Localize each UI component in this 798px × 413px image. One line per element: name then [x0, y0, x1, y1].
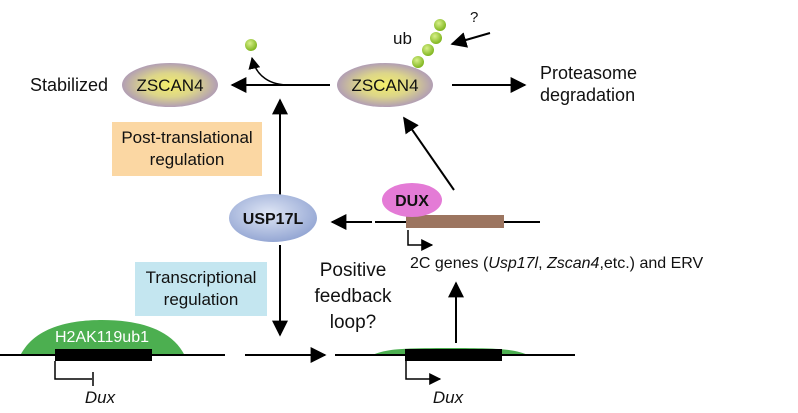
dux-gene-body-left	[55, 349, 152, 361]
dux-gene-body-right	[405, 349, 502, 361]
feedback-label-line1: Positive	[320, 260, 387, 281]
ubiquitin-bead	[434, 19, 446, 31]
ubiquitin-bead	[422, 44, 434, 56]
question-mark-label: ?	[470, 9, 478, 26]
ub-label: ub	[393, 29, 412, 48]
zscan4-expression-arrow	[403, 116, 455, 191]
proteasome-label-line2: degradation	[540, 85, 635, 105]
ubiquitin-bead	[245, 39, 257, 51]
post-translational-line2: regulation	[149, 150, 225, 169]
transcriptional-line1: Transcriptional	[145, 268, 257, 287]
post-translational-regulation-box: Post-translational regulation	[112, 122, 262, 176]
ubiquitin-bead	[430, 32, 442, 44]
dux-protein-label: DUX	[395, 193, 429, 210]
zscan4-left-label: ZSCAN4	[136, 76, 203, 95]
h2ak119ub1-label: H2AK119ub1	[55, 329, 149, 346]
zscan4-stabilized-oval	[122, 63, 218, 107]
2c-genes-label: 2C genes (Usp17l, Zscan4,etc.) and ERV	[410, 255, 704, 272]
ubiquitin-bead	[412, 56, 424, 68]
dux-gene-right-label: Dux	[433, 388, 464, 407]
proteasome-label-line1: Proteasome	[540, 63, 637, 83]
2c-gene-tss-arrow	[407, 230, 434, 251]
post-translational-line1: Post-translational	[121, 128, 253, 147]
usp17l-label: USP17L	[243, 211, 304, 228]
dux-tss-arrow-right	[405, 361, 442, 385]
dux-protein-oval	[382, 183, 442, 217]
transcriptional-line2: regulation	[163, 290, 239, 309]
zscan4-oval	[337, 63, 433, 107]
deubiquitination-curve-arrow	[248, 56, 293, 86]
zscan4-right-label: ZSCAN4	[351, 76, 418, 95]
stabilized-label: Stabilized	[30, 75, 108, 95]
dux-gene-left-label: Dux	[85, 388, 116, 407]
transcriptional-regulation-box: Transcriptional regulation	[135, 262, 267, 316]
unknown-ligase-arrow	[450, 32, 491, 48]
h2ak119ub1-mark	[20, 320, 185, 356]
feedback-label-line2: feedback	[314, 286, 392, 307]
dux-tss-blocked-left	[54, 361, 92, 380]
2c-gene-body	[406, 215, 504, 228]
feedback-label-line3: loop?	[330, 312, 377, 333]
usp17l-oval	[229, 194, 317, 242]
